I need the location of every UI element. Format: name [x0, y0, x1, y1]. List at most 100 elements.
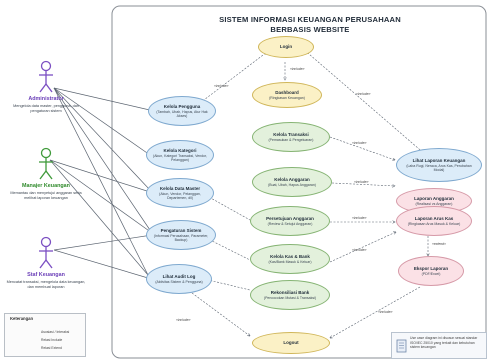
- uc-laporan-arus-kas-title: Laporan Arus Kas: [414, 215, 454, 221]
- uc-login[interactable]: Login: [258, 36, 314, 58]
- rel-label-include-kasbank: «include»: [352, 248, 367, 252]
- uc-pengaturan-sistem-title: Pengaturan Sistem: [160, 227, 202, 233]
- uc-lihat-audit-log-sub: (Aktivitas Sistem & Pengguna): [155, 279, 203, 284]
- uc-laporan-arus-kas[interactable]: Laporan Arus Kas (Ringkasan Arus Masuk &…: [396, 206, 472, 236]
- uc-dashboard-sub: (Ringkasan Keuangan): [269, 95, 305, 100]
- rel-ekspor-logout: [330, 286, 421, 338]
- legend-title: Keterangan: [10, 316, 34, 321]
- uc-kelola-transaksi[interactable]: Kelola Transaksi (Pemasukan & Pengeluara…: [252, 122, 330, 152]
- uc-dashboard[interactable]: Dashboard (Ringkasan Keuangan): [252, 82, 322, 108]
- assoc-staf-pengaturan: [53, 234, 153, 251]
- uc-laporan-anggaran-title: Laporan Anggaran: [414, 195, 454, 201]
- uc-laporan-arus-kas-sub: (Ringkasan Arus Masuk & Keluar): [407, 221, 461, 226]
- uc-logout[interactable]: Logout: [252, 332, 330, 354]
- system-boundary: [111, 5, 487, 359]
- assoc-manajer-datamaster: [49, 159, 151, 193]
- rel-label-extend-ekspor: «extend»: [432, 242, 446, 246]
- legend-extend: Relasi Extend: [41, 346, 62, 350]
- actor-staf-figure: [39, 236, 53, 269]
- uc-kelola-anggaran[interactable]: Kelola Anggaran (Buat, Ubah, Hapus Angga…: [252, 167, 332, 197]
- uc-lihat-audit-log-title: Lihat Audit Log: [162, 273, 196, 279]
- diagram-title-line2: BERBASIS WEBSITE: [270, 25, 350, 34]
- note-text: Use case diagram ini disusun sesuai stan…: [410, 336, 478, 350]
- rel-label-include-dashboard: «include»: [290, 67, 305, 71]
- uc-rekonsiliasi[interactable]: Rekonsiliasi Bank (Pencocokan Mutasi & T…: [250, 280, 330, 310]
- uc-laporan-anggaran-sub: (Realisasi vs Anggaran): [415, 201, 453, 206]
- rel-audit-logout: [191, 292, 250, 336]
- uc-kelola-data-master-sub: (Akun, Vendor, Pelanggan, Departemen, dl…: [159, 191, 201, 201]
- uc-kelola-kategori[interactable]: Kelola Kategori (Akun, Kategori Transaks…: [146, 140, 214, 170]
- rel-pengaturan-kasbank: [199, 234, 251, 261]
- legend: Keterangan Asosiasi / Interaksi Relasi I…: [4, 313, 86, 357]
- note-box: Use case diagram ini disusun sesuai stan…: [391, 332, 487, 359]
- uc-kelola-kas-bank-sub: (Kas/Bank Masuk & Keluar): [268, 259, 312, 264]
- rel-login-laporan: [301, 47, 426, 155]
- uc-lihat-laporan-title: Lihat Laporan Keuangan: [412, 157, 466, 163]
- uc-ekspor-laporan[interactable]: Ekspor Laporan (PDF/Excel): [398, 256, 464, 286]
- uc-kelola-anggaran-sub: (Buat, Ubah, Hapus Anggaran): [268, 182, 316, 187]
- rel-label-include-persetujuan: «include»: [352, 216, 367, 220]
- uc-pengaturan-sistem-sub: (Informasi Perusahaan, Parameter, Backup…: [153, 233, 209, 243]
- uc-kelola-data-master[interactable]: Kelola Data Master (Akun, Vendor, Pelang…: [146, 178, 214, 208]
- uc-logout-title: Logout: [283, 340, 299, 346]
- uc-persetujuan-anggaran-title: Persetujuan Anggaran: [266, 215, 314, 221]
- uc-persetujuan-anggaran-sub: (Review & Setujui Anggaran): [267, 221, 313, 226]
- uc-lihat-audit-log[interactable]: Lihat Audit Log (Aktivitas Sistem & Peng…: [146, 264, 212, 294]
- uc-kelola-kategori-sub: (Akun, Kategori Transaksi, Vendor, Pelan…: [153, 153, 207, 163]
- assoc-admin-datamaster: [53, 87, 151, 191]
- uc-pengaturan-sistem[interactable]: Pengaturan Sistem (Informasi Perusahaan,…: [146, 220, 216, 250]
- assoc-admin-kategori: [53, 87, 151, 156]
- uc-rekonsiliasi-title: Rekonsiliasi Bank: [270, 289, 310, 295]
- dependency-lines: [191, 47, 428, 338]
- diagram-title-line1: SISTEM INFORMASI KEUANGAN PERUSAHAAN: [219, 15, 401, 24]
- actor-admin-figure: [39, 60, 53, 93]
- legend-association: Asosiasi / Interaksi: [41, 330, 70, 334]
- assoc-admin-audit: [53, 87, 149, 276]
- uc-persetujuan-anggaran[interactable]: Persetujuan Anggaran (Review & Setujui A…: [250, 206, 330, 236]
- actor-manajer-name: Manajer Keuangan: [22, 183, 70, 189]
- legend-include: Relasi Include: [41, 338, 63, 342]
- actor-manajer-desc: Memantau dan menyetujui anggaran serta m…: [10, 191, 82, 201]
- uc-dashboard-title: Dashboard: [275, 89, 299, 95]
- assoc-admin-pengaturan: [53, 87, 153, 234]
- uc-ekspor-laporan-sub: (PDF/Excel): [421, 271, 441, 276]
- uc-lihat-laporan[interactable]: Lihat Laporan Keuangan (Laba Rugi, Nerac…: [396, 148, 482, 182]
- actor-staf-desc: Mencatat transaksi, mengelola data keuan…: [6, 280, 86, 290]
- document-icon: [396, 339, 407, 353]
- rel-label-include-login-2: «include»: [356, 92, 371, 96]
- rel-label-include-logout-2: «include»: [378, 310, 393, 314]
- assoc-staf-audit: [53, 249, 149, 279]
- uc-kelola-transaksi-sub: (Pemasukan & Pengeluaran): [268, 137, 314, 142]
- rel-label-include-anggaran: «include»: [354, 180, 369, 184]
- uc-rekonsiliasi-sub: (Pencocokan Mutasi & Transaksi): [263, 295, 317, 300]
- rel-transaksi-laporan: [329, 136, 395, 160]
- uc-kelola-kas-bank[interactable]: Kelola Kas & Bank (Kas/Bank Masuk & Kelu…: [250, 244, 330, 274]
- uc-kelola-kas-bank-title: Kelola Kas & Bank: [270, 253, 310, 259]
- uc-kelola-data-master-title: Kelola Data Master: [159, 185, 201, 191]
- actor-associations: [49, 87, 155, 279]
- uc-kelola-anggaran-title: Kelola Anggaran: [274, 176, 310, 182]
- assoc-manajer-audit: [49, 159, 149, 276]
- assoc-manajer-pengaturan: [49, 159, 153, 234]
- rel-pengguna-login: [199, 52, 267, 104]
- rel-datamaster-persetujuan: [199, 191, 251, 221]
- uc-lihat-laporan-sub: (Laba Rugi, Neraca, Arus Kas, Perubahan …: [406, 163, 472, 173]
- actor-admin-name: Administrator: [28, 96, 64, 102]
- uc-kelola-pengguna-title: Kelola Pengguna: [163, 103, 201, 109]
- rel-label-include-login-1: «include»: [214, 84, 229, 88]
- actor-manajer-figure: [39, 147, 53, 180]
- uc-kelola-pengguna[interactable]: Kelola Pengguna (Tambah, Ubah, Hapus, At…: [148, 96, 216, 126]
- uc-ekspor-laporan-title: Ekspor Laporan: [413, 265, 449, 271]
- actor-staf-name: Staf Keuangan: [27, 272, 65, 278]
- actor-admin-desc: Mengelola data master, pengguna, dan pen…: [13, 104, 79, 114]
- rel-label-include-transaksi: «include»: [352, 141, 367, 145]
- uc-login-title: Login: [279, 44, 293, 50]
- assoc-admin-pengguna: [53, 87, 155, 112]
- uc-kelola-kategori-title: Kelola Kategori: [163, 147, 197, 153]
- uc-kelola-transaksi-title: Kelola Transaksi: [273, 131, 309, 137]
- rel-anggaran-laporan-anggaran: [331, 182, 395, 186]
- rel-label-include-logout-1: «include»: [176, 318, 191, 322]
- rel-kasbank-arus-kas: [329, 232, 396, 263]
